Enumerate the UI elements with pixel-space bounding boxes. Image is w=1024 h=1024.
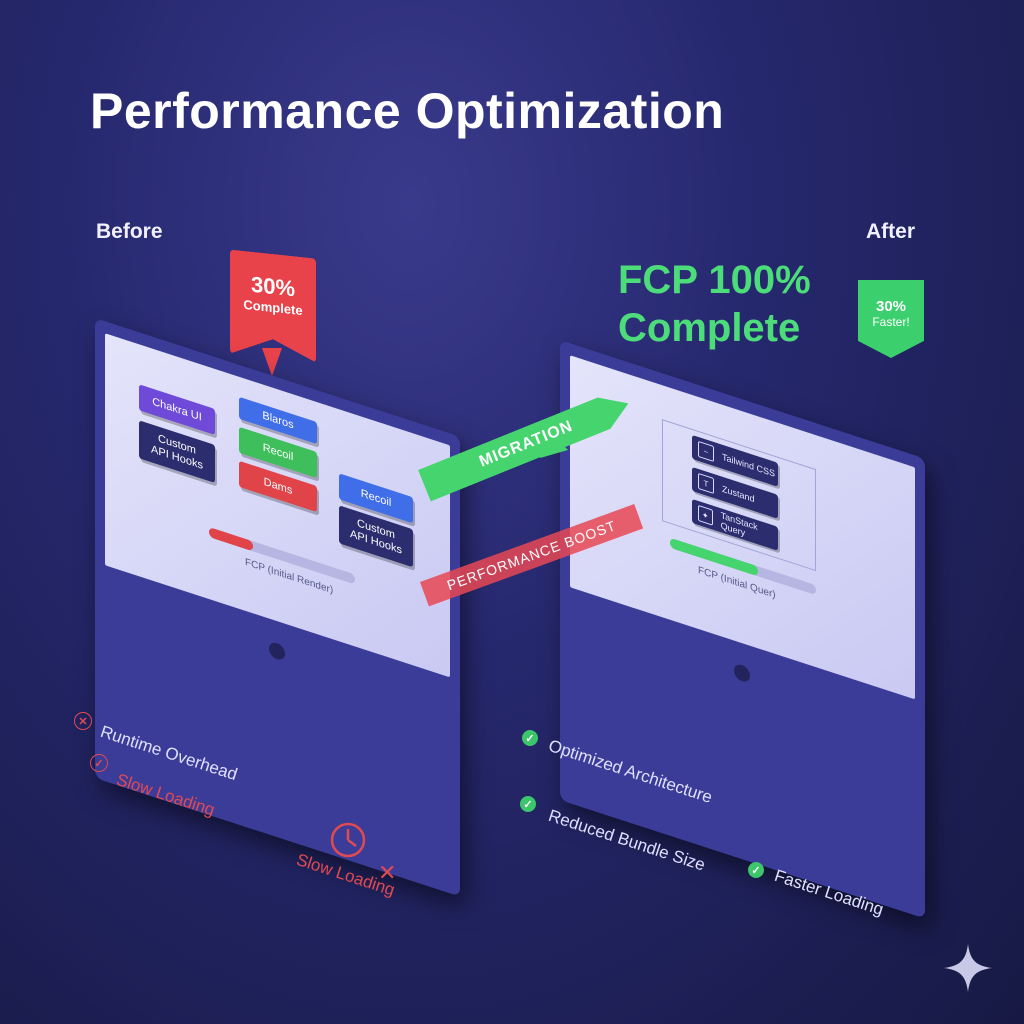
- after-headline-line1: FCP 100%: [618, 258, 811, 302]
- before-progress-badge: 30% Complete: [230, 249, 316, 362]
- after-speed-badge: 30% Faster!: [858, 280, 924, 358]
- down-arrow-icon: [262, 348, 282, 376]
- before-screen: Chakra UI Custom API Hooks Blaros Recoil…: [105, 333, 450, 678]
- check-icon: ✓: [748, 862, 764, 878]
- x-icon: ✕: [74, 712, 92, 730]
- fcp-progress-fill: [209, 527, 253, 552]
- tailwind-icon: ~: [698, 440, 714, 463]
- check-icon: ✓: [522, 730, 538, 746]
- check-icon: ✓: [520, 796, 536, 812]
- monitor-button: [734, 662, 750, 684]
- page-title: Performance Optimization: [90, 83, 725, 139]
- after-headline-line2: Complete: [618, 306, 801, 350]
- item-zustand-label: Zustand: [722, 483, 755, 505]
- after-badge-value: 30%: [875, 298, 907, 315]
- before-monitor: Chakra UI Custom API Hooks Blaros Recoil…: [95, 318, 460, 897]
- tanstack-icon: ✦: [698, 504, 713, 526]
- after-badge-text: Faster!: [872, 315, 910, 329]
- x-mark-icon: ✕: [378, 860, 397, 885]
- stopwatch-icon: [330, 822, 366, 858]
- after-headline: FCP 100% Complete: [618, 256, 811, 352]
- clock-icon: ✓: [90, 754, 108, 772]
- sparkle-icon: [944, 944, 992, 992]
- zustand-icon: T: [698, 472, 714, 495]
- before-label: Before: [96, 220, 163, 243]
- after-label: After: [866, 220, 916, 243]
- monitor-button: [269, 640, 285, 662]
